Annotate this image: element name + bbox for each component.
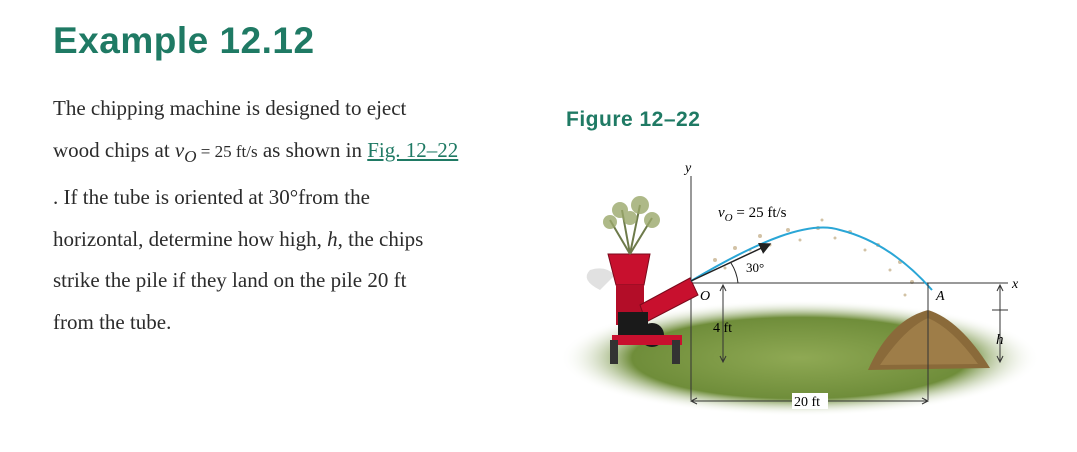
problem-line-4: horizontal, determine how high, h, the c…	[53, 226, 424, 251]
trajectory-curve	[690, 226, 933, 291]
h-label: h	[996, 332, 1004, 348]
point-a-label: A	[935, 289, 945, 304]
problem-line-3: . If the tube is oriented at 30°from the	[53, 185, 370, 210]
figure-link[interactable]: Fig. 12–22	[367, 137, 459, 162]
problem-line-5: strike the pile if they land on the pile…	[53, 268, 407, 293]
distance-label: 20 ft	[794, 395, 820, 410]
velocity-arrow	[690, 243, 772, 282]
figure-label: Figure 12–22	[566, 108, 701, 131]
angle-arc	[730, 262, 739, 284]
y-axis-label: y	[683, 161, 692, 176]
height-label: 4 ft	[713, 321, 732, 336]
problem-line-1: The chipping machine is designed to ejec…	[53, 96, 407, 120]
problem-line-6: from the tube.	[53, 309, 172, 334]
velocity-label: vO = 25 ft/s	[718, 205, 787, 224]
origin-label: O	[700, 289, 710, 304]
example-title: Example 12.12	[53, 20, 315, 61]
chip-pile	[868, 310, 990, 370]
x-axis-label: x	[1011, 277, 1019, 292]
chipper-machine	[586, 196, 699, 364]
problem-statement: The chipping machine is designed to ejec…	[53, 88, 533, 343]
chip-spray	[713, 218, 914, 297]
chipper-figure: y x vO = 25 ft/s 30° O 4 ft A	[560, 161, 1040, 416]
angle-label: 30°	[746, 260, 764, 275]
problem-line-2: wood chips at vO = 25 ft/s as shown in F…	[53, 137, 459, 166]
